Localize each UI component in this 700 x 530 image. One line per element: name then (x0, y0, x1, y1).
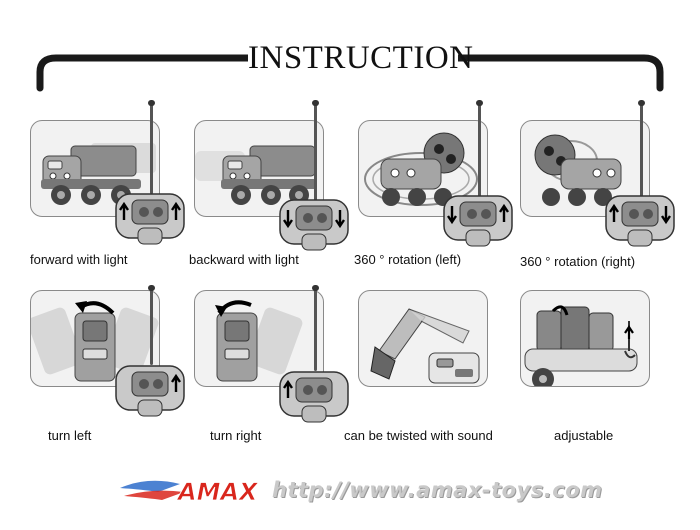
turn-left-illustration (31, 301, 159, 382)
remote-control-icon (279, 199, 349, 251)
panel-turn-left (30, 290, 160, 387)
amax-logo: AMAX (120, 478, 259, 506)
panel-adjustable (520, 290, 650, 387)
svg-text:AMAX: AMAX (176, 478, 259, 506)
caption-rotation-right: 360 ° rotation (right) (520, 254, 636, 269)
remote-antenna (148, 285, 155, 365)
remote-control-icon (605, 195, 675, 247)
remote-antenna (148, 100, 155, 194)
website-url-link[interactable]: http://www.amax-toys.com (272, 478, 603, 502)
remote-antenna (312, 285, 319, 371)
truck-rotation-right-illustration (534, 134, 622, 206)
caption-forward: forward with light (30, 252, 128, 267)
remote-control-icon (443, 195, 513, 247)
remote-control-icon (115, 193, 185, 245)
panel-twisted-with-sound (358, 290, 488, 387)
panel-turn-right (194, 290, 324, 387)
remote-control-icon (115, 365, 185, 417)
truck-rotation-left-illustration (364, 132, 478, 206)
remote-antenna (638, 100, 645, 198)
truck-forward-illustration (41, 143, 156, 205)
remote-antenna (476, 100, 483, 198)
remote-control-icon (279, 371, 349, 423)
adjustable-bed-illustration (524, 305, 638, 386)
panel-forward (30, 120, 160, 217)
caption-adjustable: adjustable (554, 428, 614, 443)
caption-turn-right: turn right (210, 428, 262, 443)
caption-twisted-with-sound: can be twisted with sound (344, 428, 493, 443)
remote-antenna (312, 100, 319, 202)
twisted-crane-illustration (370, 308, 480, 384)
turn-right-illustration (215, 300, 303, 382)
caption-rotation-left: 360 ° rotation (left) (354, 252, 462, 267)
caption-backward: backward with light (189, 252, 299, 267)
page-title: INSTRUCTION (248, 36, 473, 80)
caption-turn-left: turn left (48, 428, 92, 443)
